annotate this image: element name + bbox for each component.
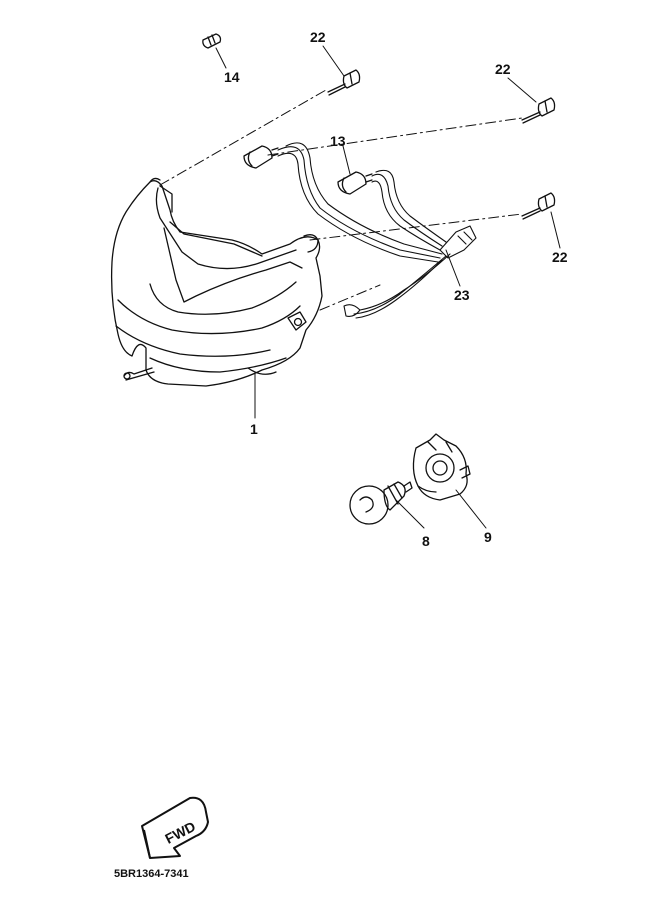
callout-8: 8: [422, 533, 430, 549]
callout-23: 23: [454, 287, 470, 303]
socket-part-9: [412, 433, 471, 501]
callout-13: 13: [330, 133, 346, 149]
grommet-part-14: [202, 33, 222, 49]
screw-part-22-right-lower: [521, 192, 556, 220]
callout-1: 1: [250, 421, 258, 437]
bulb-part-8: [349, 481, 413, 525]
headlight-housing-part-1: [110, 177, 323, 387]
assembly-lines: [159, 89, 523, 311]
callout-22-right-upper: 22: [495, 61, 511, 77]
side-screw: [123, 367, 155, 381]
callout-22-right-lower: 22: [552, 249, 568, 265]
screw-part-22-right-upper: [521, 97, 556, 124]
callout-22-top: 22: [310, 29, 326, 45]
forward-arrow: FWD: [141, 796, 209, 859]
leader-lines: [215, 45, 561, 529]
diagram-code: 5BR1364-7341: [114, 868, 189, 880]
callout-14: 14: [224, 69, 240, 85]
bulb-socket-part-13-left: [243, 145, 279, 169]
wiring-harness: [277, 142, 477, 319]
callout-9: 9: [484, 529, 492, 545]
bulb-socket-part-13-right: [337, 171, 373, 195]
fwd-label: FWD: [162, 818, 198, 847]
screw-part-22-top: [327, 69, 361, 96]
